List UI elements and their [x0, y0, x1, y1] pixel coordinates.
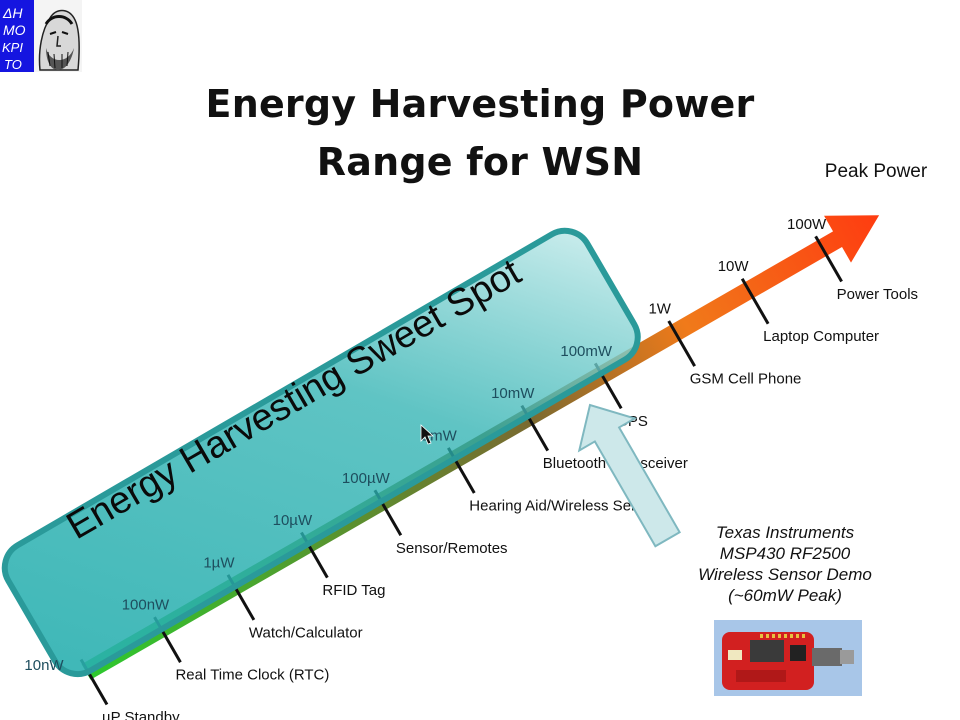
power-level-label: 1mW: [422, 427, 458, 444]
application-labels: µP Standby Real Time Clock (RTC) Watch/Cal…: [102, 286, 918, 720]
logo-letters-4: ΤΟ: [4, 57, 22, 72]
logo-letters-3: ΚΡΙ: [2, 40, 23, 55]
demo-line-1: Texas Instruments: [716, 523, 855, 542]
mouse-cursor-icon: [420, 424, 435, 445]
title-line-2: Range for WSN: [316, 140, 644, 184]
application-label: RFID Tag: [322, 582, 385, 599]
power-level-label: 100mW: [560, 343, 613, 360]
power-axis-arrow-shape: [81, 215, 880, 680]
demo-line-2: MSP430 RF2500: [720, 544, 851, 563]
application-label: Hearing Aid/Wireless Sensor: [469, 497, 660, 514]
title-line-1: Energy Harvesting Power: [205, 82, 755, 126]
power-level-label: 1µW: [203, 554, 235, 571]
power-level-label: 10mW: [491, 385, 535, 402]
power-level-label: 1W: [648, 301, 671, 318]
power-level-labels: 10nW 100nW 1µW 10µW 100µW 1mW 10mW 100mW 1W 10W 10…: [24, 216, 827, 674]
power-axis-arrow: [81, 215, 880, 680]
wireless-sensor-board-photo: [714, 620, 862, 696]
power-level-label: 10nW: [24, 657, 64, 674]
power-level-label: 10µW: [273, 512, 313, 529]
logo-portrait-icon: [34, 0, 82, 72]
demo-line-3: Wireless Sensor Demo: [698, 565, 872, 584]
application-label: GSM Cell Phone: [690, 371, 802, 388]
application-label: Power Tools: [837, 286, 918, 303]
logo-letters-2: ΜΟ: [3, 22, 26, 38]
application-label: Watch/Calculator: [249, 624, 363, 641]
sweet-spot-box: [1, 227, 641, 678]
university-logo: ΔΗ ΜΟ ΚΡΙ ΤΟ: [0, 0, 82, 72]
logo-letters-1: ΔΗ: [2, 5, 23, 21]
demo-line-4: (~60mW Peak): [728, 586, 842, 605]
axis-tick: [667, 320, 696, 367]
power-level-label: 100nW: [122, 597, 170, 614]
application-label: µP Standby: [102, 709, 180, 720]
logo-blue-panel: [0, 0, 34, 72]
axis-tick: [740, 277, 770, 325]
power-level-label: 100W: [787, 216, 827, 233]
peak-power-label: Peak Power: [825, 161, 928, 182]
callout-arrow: [577, 403, 681, 548]
power-level-label: 100µW: [342, 470, 391, 487]
power-level-label: 10W: [718, 258, 750, 275]
application-label: Sensor/Remotes: [396, 540, 508, 557]
sweet-spot-region: [1, 227, 641, 678]
application-label: Laptop Computer: [763, 328, 879, 345]
axis-tick: [814, 235, 843, 283]
application-label: Real Time Clock (RTC): [175, 667, 329, 684]
